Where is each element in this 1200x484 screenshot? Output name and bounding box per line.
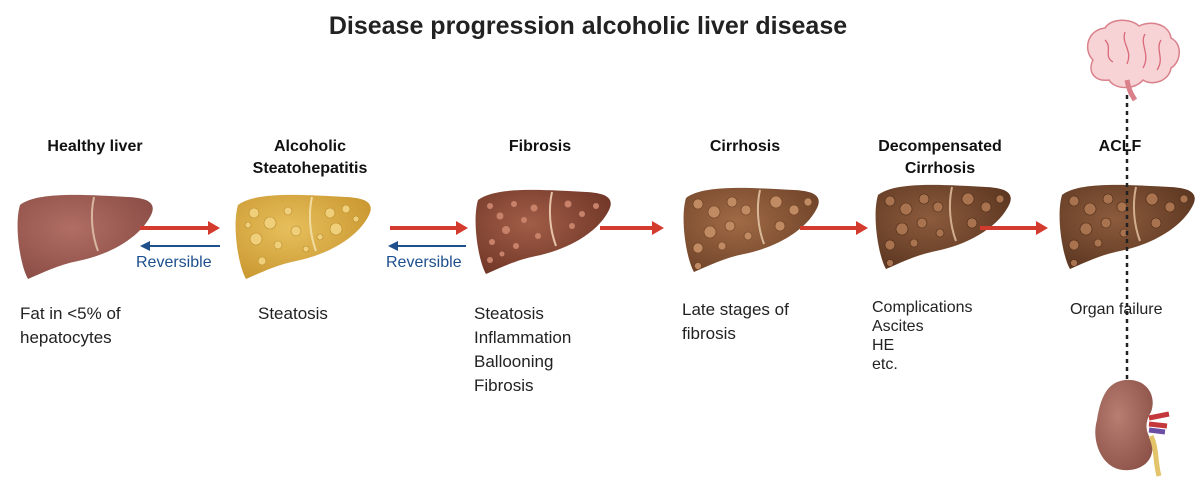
description-line: Steatosis	[474, 304, 544, 323]
stage-title-cirrhosis: Cirrhosis	[670, 136, 820, 158]
stage-title-healthy: Healthy liver	[20, 136, 170, 158]
description-line: Complications	[872, 299, 973, 316]
stage-title-line: Steatohepatitis	[252, 160, 368, 177]
stage-title-steatohepatitis: Alcoholic Steatohepatitis	[225, 136, 395, 180]
stage-title-decompensated: Decompensated Cirrhosis	[860, 136, 1020, 180]
diagram-title: Disease progression alcoholic liver dise…	[328, 12, 848, 40]
liver-icon-decompensated	[875, 184, 1011, 269]
stage-title-line: Healthy liver	[47, 138, 143, 155]
description-line: fibrosis	[682, 324, 736, 343]
description-line: Ascites	[872, 318, 924, 335]
description-line: Late stages of	[682, 300, 789, 319]
description-steatohepatitis: Steatosis	[258, 302, 328, 326]
brain-icon	[1086, 19, 1180, 102]
kidney-icon	[1095, 379, 1170, 477]
description-fibrosis: Steatosis Inflammation Ballooning Fibros…	[474, 302, 571, 398]
description-line: Inflammation	[474, 328, 572, 347]
description-cirrhosis: Late stages of fibrosis	[682, 298, 789, 346]
right-arrow-icon-1	[140, 221, 220, 235]
description-line: Steatosis	[258, 304, 328, 323]
liver-icon-fibrosis	[475, 189, 611, 274]
right-arrow-icon-3	[600, 221, 664, 235]
description-line: HE	[872, 337, 895, 354]
liver-icon-cirrhosis	[683, 187, 819, 272]
stage-title-fibrosis: Fibrosis	[465, 136, 615, 158]
stage-title-line: Cirrhosis	[904, 160, 976, 177]
description-line: etc.	[872, 356, 898, 373]
description-line: Organ failure	[1070, 301, 1163, 318]
stage-title-line: Fibrosis	[508, 138, 572, 155]
reversible-label-1: Reversible	[136, 254, 212, 271]
stage-title-line: ACLF	[1098, 138, 1142, 155]
stage-title-line: Cirrhosis	[709, 138, 781, 155]
liver-icon-steatohepatitis	[235, 194, 371, 279]
description-line: Fat in <5% of	[20, 304, 121, 323]
description-aclf: Organ failure	[1070, 300, 1163, 319]
right-arrow-icon-4	[800, 221, 868, 235]
stage-title-line: Decompensated	[878, 138, 1002, 155]
right-arrow-icon-5	[980, 221, 1048, 235]
reversible-label-2: Reversible	[386, 254, 462, 271]
right-arrow-icon-2	[390, 221, 468, 235]
description-line: hepatocytes	[20, 328, 112, 347]
description-line: Ballooning	[474, 352, 554, 371]
left-arrow-icon-1	[140, 241, 220, 251]
liver-icon-healthy	[17, 194, 153, 279]
stage-title-aclf: ACLF	[1070, 136, 1170, 158]
description-decompensated: Complications Ascites HE etc.	[872, 298, 972, 374]
description-line: Fibrosis	[474, 376, 534, 395]
description-healthy: Fat in <5% of hepatocytes	[20, 302, 121, 350]
left-arrow-icon-2	[388, 241, 466, 251]
stage-title-line: Alcoholic	[273, 138, 346, 155]
